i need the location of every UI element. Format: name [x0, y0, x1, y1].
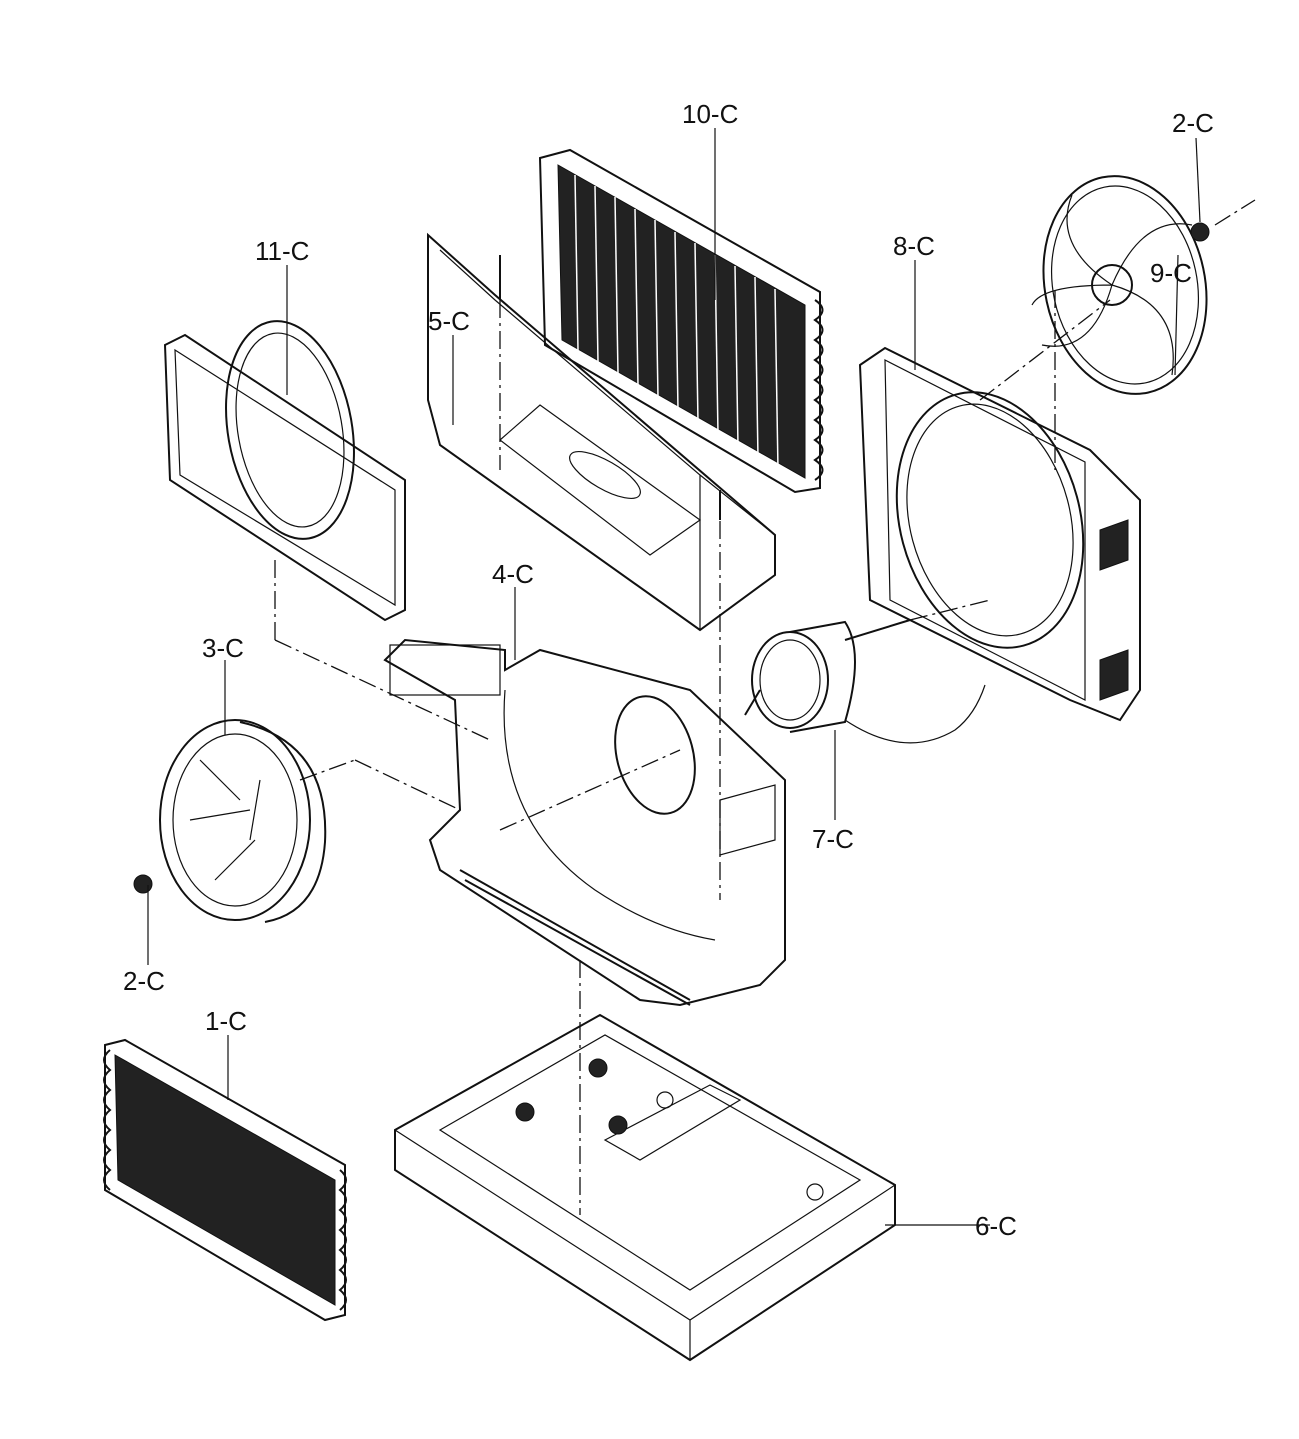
part-labels: 10-C 2-C 11-C 8-C 5-C 9-C 4-C 3-C 7-C 2-…	[123, 99, 1214, 1241]
label-1-c: 1-C	[205, 1006, 247, 1036]
part-7-c-motor	[744, 619, 986, 744]
part-9-c-fan	[1031, 175, 1208, 395]
label-2-c-top: 2-C	[1172, 108, 1214, 138]
label-10-c: 10-C	[682, 99, 738, 129]
label-9-c: 9-C	[1150, 258, 1192, 288]
part-6-c-base	[394, 1013, 896, 1362]
part-2-c-nut-top	[1190, 222, 1210, 242]
label-11-c: 11-C	[255, 236, 309, 266]
label-7-c: 7-C	[812, 824, 854, 854]
label-8-c: 8-C	[893, 231, 935, 261]
leader-lines	[147, 128, 1201, 1226]
label-3-c: 3-C	[202, 633, 244, 663]
label-5-c: 5-C	[428, 306, 470, 336]
part-1-c-coil	[103, 1038, 347, 1322]
assembly-lines	[274, 199, 1256, 1215]
part-10-c-coil	[538, 148, 824, 494]
part-4-c-housing	[383, 638, 786, 1007]
label-6-c: 6-C	[975, 1211, 1017, 1241]
part-8-c-shroud	[858, 346, 1141, 722]
label-2-c-bottom: 2-C	[123, 966, 165, 996]
label-4-c: 4-C	[492, 559, 534, 589]
part-11-c-shroud	[163, 320, 406, 622]
part-3-c-blower	[133, 719, 327, 923]
